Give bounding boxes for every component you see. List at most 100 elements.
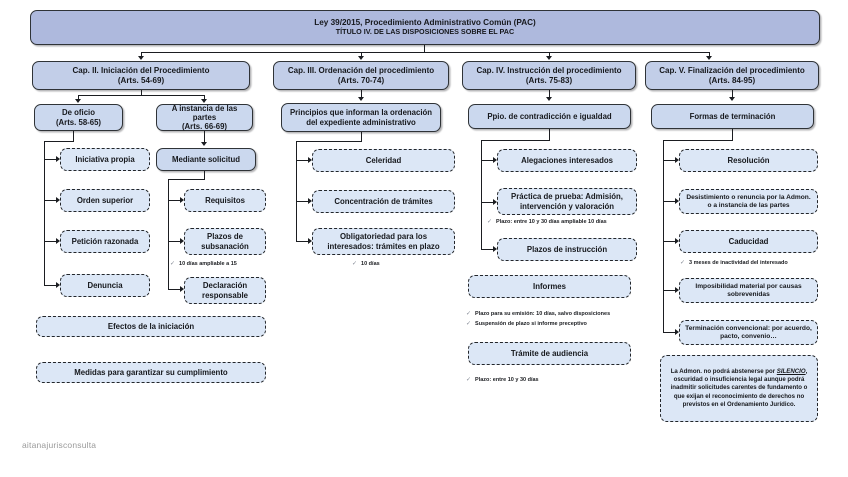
note-obligatoriedad: ✓ 10 días — [352, 261, 380, 267]
connector — [296, 141, 362, 143]
item-practica-prueba[interactable]: Práctica de prueba: Admisión, intervenci… — [497, 188, 637, 215]
item-imposibilidad-material[interactable]: Imposibilidad material por causas sobrev… — [679, 278, 818, 303]
item-label: Requisitos — [205, 195, 245, 205]
connector — [296, 201, 309, 203]
chapter-box-iv[interactable]: Cap. IV. Instrucción del procedimiento (… — [462, 61, 636, 90]
item-label: Iniciativa propia — [75, 154, 135, 164]
connector — [44, 141, 74, 143]
connector — [549, 129, 551, 141]
note-audiencia: ✓ Plazo: entre 10 y 30 días — [466, 377, 539, 383]
item-label: Trámite de audiencia — [510, 348, 589, 358]
subbox-principios-ordenacion[interactable]: Principios que informan la ordenación de… — [281, 103, 441, 132]
note-text: 3 meses de inactividad del interesado — [689, 260, 788, 266]
subbox-title: Ppio. de contradicción e igualdad — [487, 111, 612, 121]
subbox-title: A instancia de las partes — [171, 103, 238, 122]
arrow-right-icon — [493, 199, 497, 205]
arrow-right-icon — [675, 238, 679, 244]
connector — [168, 241, 181, 243]
final-note-text: La Admon. no podrá abstenerse por SILENC… — [661, 365, 817, 411]
arrow-down-icon — [358, 56, 364, 60]
arrow-right-icon — [180, 197, 184, 203]
final-note-part-1: La Admon. no podrá abstenerse por — [670, 368, 777, 376]
item-efectos-iniciacion[interactable]: Efectos de la iniciación — [36, 316, 266, 337]
connector — [44, 141, 46, 286]
item-label: Caducidad — [728, 236, 769, 246]
arrow-down-icon — [706, 56, 712, 60]
item-requisitos[interactable]: Requisitos — [184, 189, 266, 212]
item-iniciativa-propia[interactable]: Iniciativa propia — [60, 148, 150, 171]
item-obligatoriedad-tramites[interactable]: Obligatoriedad para los interesados: trá… — [312, 228, 455, 255]
item-caducidad[interactable]: Caducidad — [679, 230, 818, 253]
connector — [168, 179, 205, 181]
note-text: 10 días ampliable a 15 — [179, 261, 237, 267]
check-icon: ✓ — [170, 261, 176, 267]
check-icon: ✓ — [466, 321, 472, 327]
subbox-a-instancia[interactable]: A instancia de las partes (Arts. 66-69) — [156, 104, 253, 131]
item-alegaciones-interesados[interactable]: Alegaciones interesados — [497, 149, 637, 172]
arrow-down-icon — [546, 56, 552, 60]
arrow-right-icon — [56, 197, 60, 203]
item-label: Alegaciones interesados — [521, 155, 613, 165]
chapter-title: Cap. III. Ordenación del procedimiento — [287, 66, 435, 76]
arrow-right-icon — [675, 157, 679, 163]
connector — [168, 179, 170, 290]
arrow-right-icon — [675, 329, 679, 335]
connector — [663, 140, 665, 333]
item-label: Terminación convencional: por acuerdo, p… — [685, 324, 812, 340]
subbox-contradiccion-igualdad[interactable]: Ppio. de contradicción e igualdad — [468, 104, 631, 129]
item-concentracion-tramites[interactable]: Concentración de trámites — [312, 190, 455, 213]
connector — [549, 90, 551, 98]
note-text: Plazo para su emisión: 10 días, salvo di… — [475, 311, 611, 317]
connector — [296, 241, 309, 243]
chapter-articles: (Arts. 70-74) — [337, 75, 385, 85]
item-resolucion[interactable]: Resolución — [679, 149, 818, 172]
title-line-1: Ley 39/2015, Procedimiento Administrativ… — [314, 18, 536, 28]
connector — [78, 95, 204, 97]
item-label: Informes — [533, 281, 566, 291]
item-tramite-audiencia[interactable]: Trámite de audiencia — [468, 342, 631, 365]
arrow-down-icon — [75, 99, 81, 103]
arrow-right-icon — [675, 287, 679, 293]
item-mediante-solicitud[interactable]: Mediante solicitud — [156, 148, 256, 171]
connector — [296, 160, 309, 162]
connector — [361, 52, 363, 58]
item-denuncia[interactable]: Denuncia — [60, 274, 150, 297]
item-peticion-razonada[interactable]: Petición razonada — [60, 230, 150, 253]
arrow-down-icon — [358, 97, 364, 101]
item-declaracion-responsable[interactable]: Declaración responsable — [184, 277, 266, 304]
item-label: Celeridad — [365, 155, 402, 165]
connector — [481, 160, 494, 162]
arrow-right-icon — [308, 238, 312, 244]
subbox-title: Principios que informan la ordenación de… — [289, 108, 433, 127]
check-icon: ✓ — [352, 261, 358, 267]
check-icon: ✓ — [487, 219, 493, 225]
chapter-box-ii[interactable]: Cap. II. Iniciación del Procedimiento (A… — [32, 61, 250, 90]
connector — [732, 90, 734, 98]
arrow-down-icon — [138, 56, 144, 60]
item-plazos-instruccion[interactable]: Plazos de instrucción — [497, 238, 637, 261]
connector — [44, 159, 57, 161]
connector — [44, 241, 57, 243]
item-celeridad[interactable]: Celeridad — [312, 149, 455, 172]
connector — [481, 140, 550, 142]
chapter-box-iii[interactable]: Cap. III. Ordenación del procedimiento (… — [273, 61, 449, 90]
item-terminacion-convencional[interactable]: Terminación convencional: por acuerdo, p… — [679, 320, 818, 345]
item-informes[interactable]: Informes — [468, 275, 631, 298]
subbox-de-oficio[interactable]: De oficio (Arts. 58-65) — [34, 104, 123, 131]
chapter-box-v[interactable]: Cap. V. Finalización del procedimiento (… — [645, 61, 819, 90]
connector — [44, 285, 57, 287]
arrow-right-icon — [308, 157, 312, 163]
check-icon: ✓ — [466, 377, 472, 383]
item-label: Concentración de trámites — [334, 196, 433, 206]
item-desistimiento-renuncia[interactable]: Desistimiento o renuncia por la Admon. o… — [679, 189, 818, 214]
item-label: Imposibilidad material por causas sobrev… — [695, 282, 802, 298]
connector — [78, 95, 80, 101]
watermark: aitanajurisconsulta — [22, 440, 97, 450]
connector — [481, 202, 494, 204]
item-plazos-subsanacion[interactable]: Plazos de subsanación — [184, 228, 266, 255]
item-orden-superior[interactable]: Orden superior — [60, 189, 150, 212]
item-label: Declaración responsable — [202, 281, 248, 300]
item-medidas-cumplimiento[interactable]: Medidas para garantizar su cumplimiento — [36, 362, 266, 383]
note-text: Suspensión de plazo si informe preceptiv… — [475, 321, 587, 327]
subbox-formas-terminacion[interactable]: Formas de terminación — [651, 104, 814, 129]
